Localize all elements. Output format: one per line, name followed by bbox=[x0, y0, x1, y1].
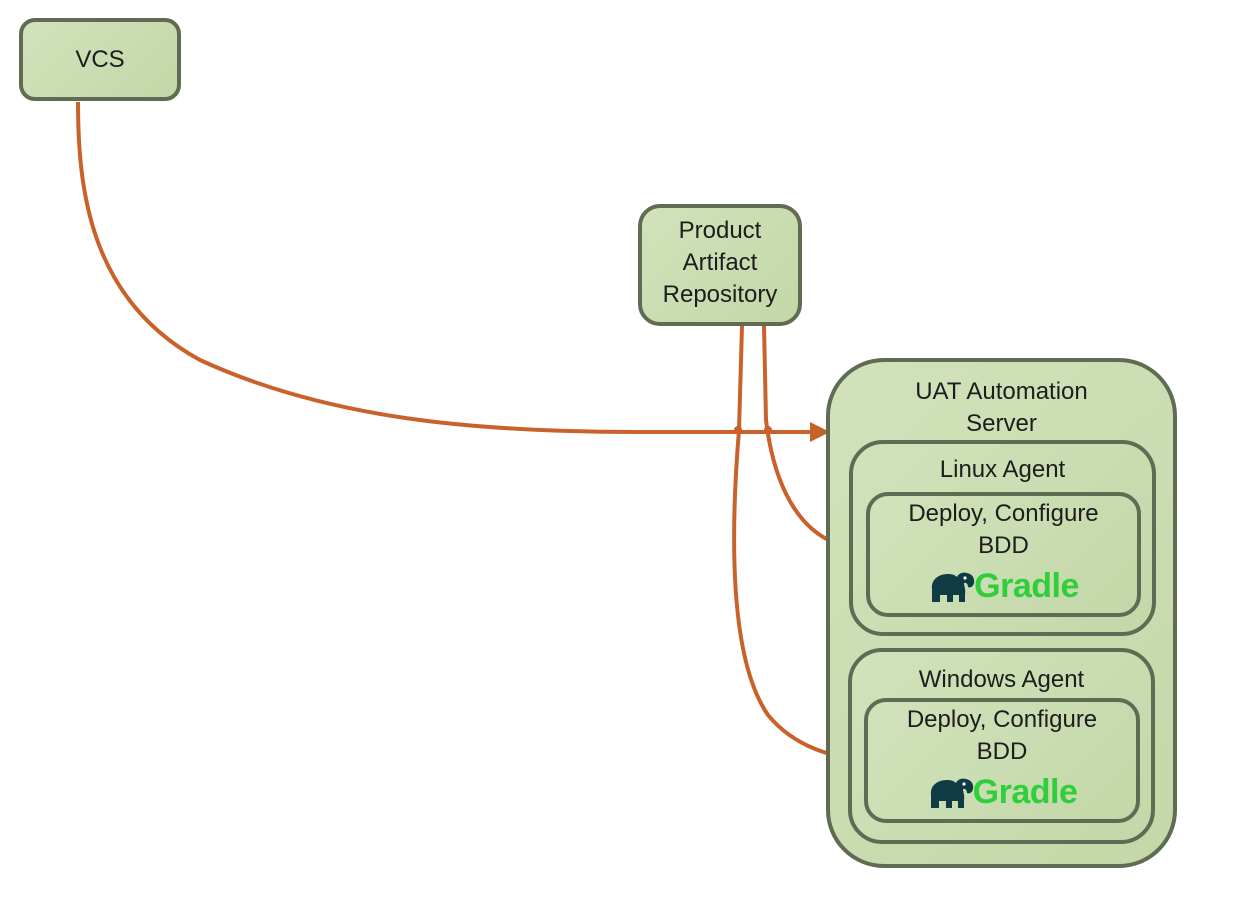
windows-agent-label: Windows Agent bbox=[918, 666, 1085, 693]
server-label-line: Server bbox=[966, 410, 1037, 437]
line-crossing-hop bbox=[734, 426, 742, 434]
windows-task-label-line: BDD bbox=[976, 738, 1028, 765]
windows-task-label-line: Deploy, Configure bbox=[906, 706, 1098, 733]
repository-label-line: Product bbox=[678, 217, 762, 244]
linux-task-label-line: Deploy, Configure bbox=[908, 500, 1099, 527]
windows-deploy-task-node: Deploy, Configure BDD Gradle bbox=[864, 698, 1140, 823]
gradle-logo-text: Gradle bbox=[974, 567, 1079, 605]
linux-task-label-line: BDD bbox=[978, 532, 1029, 559]
gradle-logo: Gradle bbox=[927, 772, 1078, 812]
gradle-logo-text: Gradle bbox=[972, 773, 1078, 811]
product-artifact-repository-node: Product Artifact Repository bbox=[638, 204, 802, 326]
gradle-elephant-icon bbox=[930, 778, 973, 808]
gradle-elephant-icon bbox=[932, 572, 975, 602]
linux-deploy-task-node: Deploy, Configure BDD Gradle bbox=[866, 492, 1141, 617]
vcs-node: VCS bbox=[19, 18, 181, 101]
line-crossing-hop bbox=[764, 426, 772, 434]
server-label-line: UAT Automation bbox=[915, 378, 1088, 405]
repository-label-line: Repository bbox=[662, 281, 778, 308]
vcs-label: VCS bbox=[75, 45, 125, 73]
linux-agent-label: Linux Agent bbox=[939, 456, 1066, 483]
repository-label-line: Artifact bbox=[682, 249, 758, 276]
gradle-logo: Gradle bbox=[928, 566, 1079, 606]
